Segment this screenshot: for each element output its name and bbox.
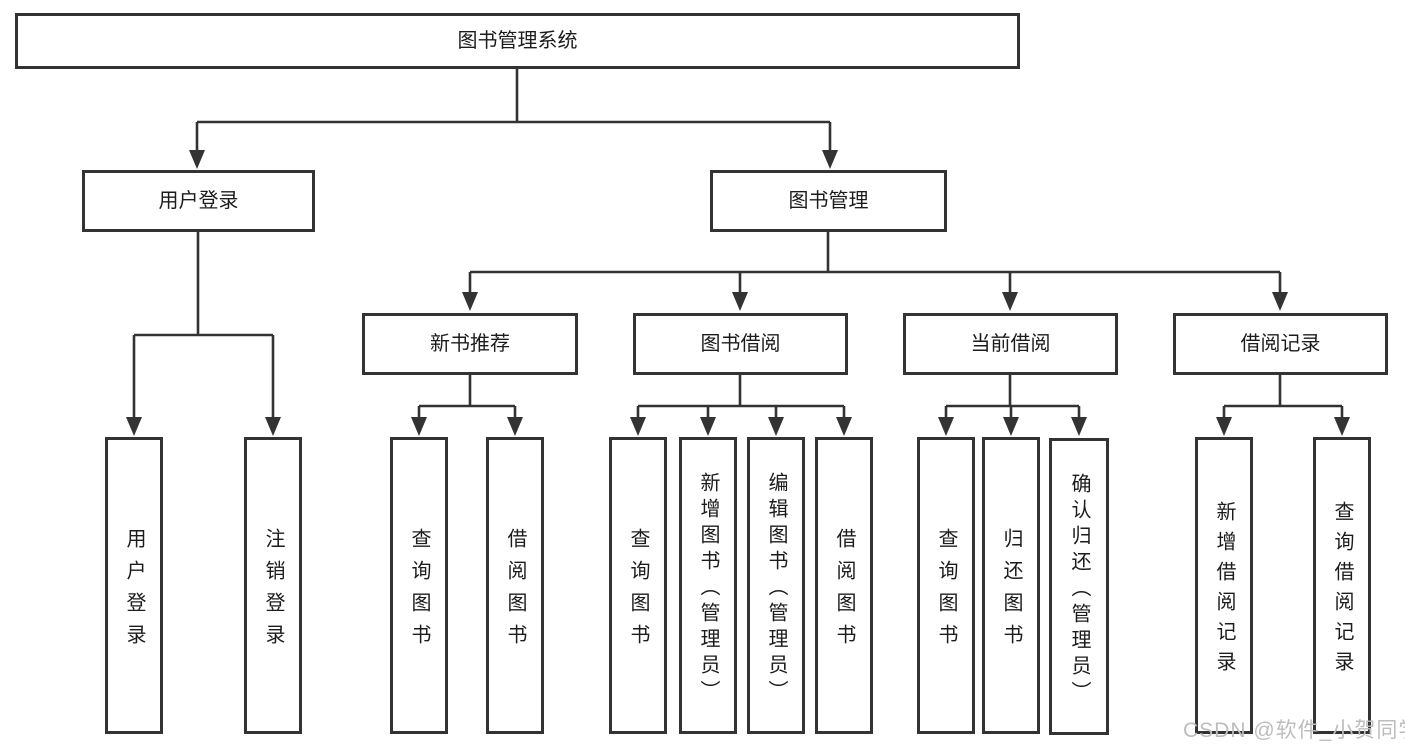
- leaf-borrow-add-admin: 新增图书（管理员）: [679, 437, 737, 734]
- node-book-mgmt: 图书管理: [710, 170, 947, 232]
- leaf-logout-label: 注销登录: [262, 527, 284, 656]
- leaf-records-query-label: 查询借阅记录: [1331, 500, 1353, 681]
- leaf-borrow-query-label: 查询图书: [627, 527, 649, 656]
- leaf-newbooks-query-label: 查询图书: [408, 527, 430, 656]
- leaf-borrow-book-label: 借阅图书: [833, 527, 855, 656]
- leaf-borrow-edit-admin-label: 编辑图书（管理员）: [765, 471, 787, 706]
- leaf-records-add: 新增借阅记录: [1195, 437, 1253, 734]
- leaf-records-add-label: 新增借阅记录: [1213, 500, 1235, 681]
- leaf-borrow-edit-admin: 编辑图书（管理员）: [747, 437, 805, 734]
- node-root: 图书管理系统: [15, 13, 1020, 69]
- node-book-borrow: 图书借阅: [633, 313, 848, 375]
- leaf-records-query: 查询借阅记录: [1313, 437, 1371, 734]
- leaf-borrow-query: 查询图书: [609, 437, 667, 734]
- leaf-user-login-label: 用户登录: [123, 527, 145, 656]
- leaf-newbooks-borrow-label: 借阅图书: [504, 527, 526, 656]
- csdn-watermark: CSDN @软件_小贺同学: [1183, 719, 1405, 742]
- leaf-current-confirm-admin-label: 确认归还（管理员）: [1068, 472, 1090, 707]
- node-new-books: 新书推荐: [362, 313, 578, 375]
- leaf-current-query-label: 查询图书: [935, 527, 957, 656]
- node-borrow-records: 借阅记录: [1173, 313, 1388, 375]
- node-user-login: 用户登录: [82, 170, 315, 232]
- leaf-current-query: 查询图书: [917, 437, 975, 734]
- leaf-borrow-add-admin-label: 新增图书（管理员）: [697, 471, 719, 706]
- leaf-user-login: 用户登录: [105, 437, 163, 734]
- node-current-borrow: 当前借阅: [903, 313, 1118, 375]
- leaf-newbooks-query: 查询图书: [390, 437, 448, 734]
- leaf-current-confirm-admin: 确认归还（管理员）: [1049, 438, 1109, 735]
- leaf-current-return-label: 归还图书: [1000, 527, 1022, 656]
- leaf-logout: 注销登录: [244, 437, 302, 734]
- arrowheads: [126, 150, 1350, 436]
- leaf-borrow-book: 借阅图书: [815, 437, 873, 734]
- leaf-newbooks-borrow: 借阅图书: [486, 437, 544, 734]
- leaf-current-return: 归还图书: [982, 437, 1040, 734]
